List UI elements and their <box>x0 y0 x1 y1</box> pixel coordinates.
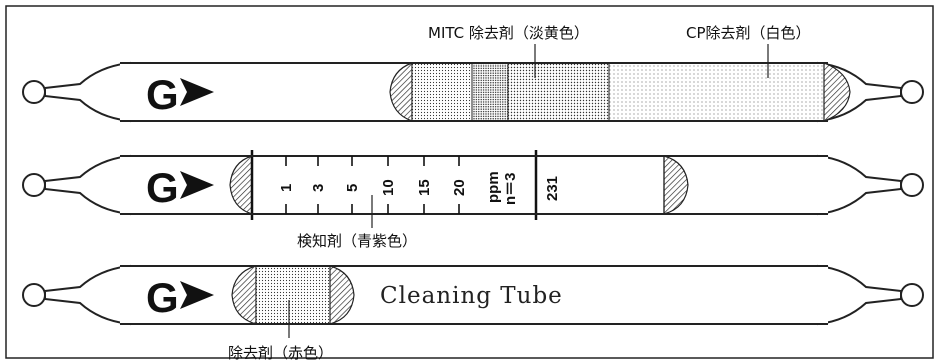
mitc-remover-label: MITC 除去剤（淡黄色） <box>428 24 589 42</box>
tube-3-left-taper <box>44 264 131 326</box>
tube-1-left-tip <box>22 80 46 104</box>
tube-3-right-tip <box>900 283 924 307</box>
tube-2-plug-right <box>663 155 689 215</box>
tube-2-left-taper <box>44 154 131 216</box>
logo-letter: G <box>146 274 179 321</box>
tube-1-cp-layer <box>609 63 824 121</box>
tube-2-right-taper <box>817 154 902 216</box>
tube-2-gastec-logo: G <box>146 164 214 211</box>
tube-1-right-tip <box>900 80 924 104</box>
logo-letter: G <box>146 164 179 211</box>
outer-frame <box>5 5 934 359</box>
tube-3: Cleaning Tube G <box>22 264 924 326</box>
scale-mark-3: 3 <box>310 184 327 192</box>
tube-3-remover-layer <box>256 266 330 324</box>
tube-3-plug-right <box>329 265 355 325</box>
scale-mark-1: 1 <box>278 184 295 192</box>
tube-1-plug-left <box>389 62 413 122</box>
unit-label: ppm <box>485 171 502 203</box>
n-value-label: n＝3 <box>502 172 519 205</box>
tube-1-mitc-layer <box>508 63 609 121</box>
logo-letter: G <box>146 71 179 118</box>
tube-1-layer-b <box>472 63 508 121</box>
cp-remover-label: CP除去剤（白色） <box>686 24 811 42</box>
scale-mark-20: 20 <box>451 179 468 196</box>
scale-mark-10: 10 <box>380 179 397 196</box>
tube-1-gastec-logo: G <box>146 71 214 118</box>
tube-2-body <box>120 156 828 214</box>
tube-2-left-tip <box>22 173 46 197</box>
scale-mark-5: 5 <box>344 184 361 192</box>
arrow-icon <box>180 171 214 199</box>
tube-3-left-tip <box>22 283 46 307</box>
tube-2-right-tip <box>900 173 924 197</box>
tube-number-label: 231 <box>544 176 561 201</box>
tube-1: G <box>22 61 924 123</box>
cleaning-tube-label: Cleaning Tube <box>380 283 563 309</box>
arrow-icon <box>180 281 214 309</box>
tube-2-plug-left <box>229 155 253 215</box>
remover-red-label: 除去剤（赤色） <box>228 344 333 362</box>
arrow-icon <box>180 78 214 106</box>
scale-mark-15: 15 <box>416 179 433 196</box>
tube-1-layer-a <box>412 63 472 121</box>
tube-2: 1 3 5 10 15 20 ppm n＝3 231 G <box>22 150 924 220</box>
detecting-agent-label: 検知剤（青紫色） <box>297 232 417 250</box>
scale-ticks <box>285 156 460 214</box>
tube-1-left-taper <box>44 61 131 123</box>
tube-1-plug-right <box>823 62 851 122</box>
tube-3-right-taper <box>817 264 902 326</box>
tube-3-gastec-logo: G <box>146 274 214 321</box>
tube-3-plug-left <box>231 265 257 325</box>
